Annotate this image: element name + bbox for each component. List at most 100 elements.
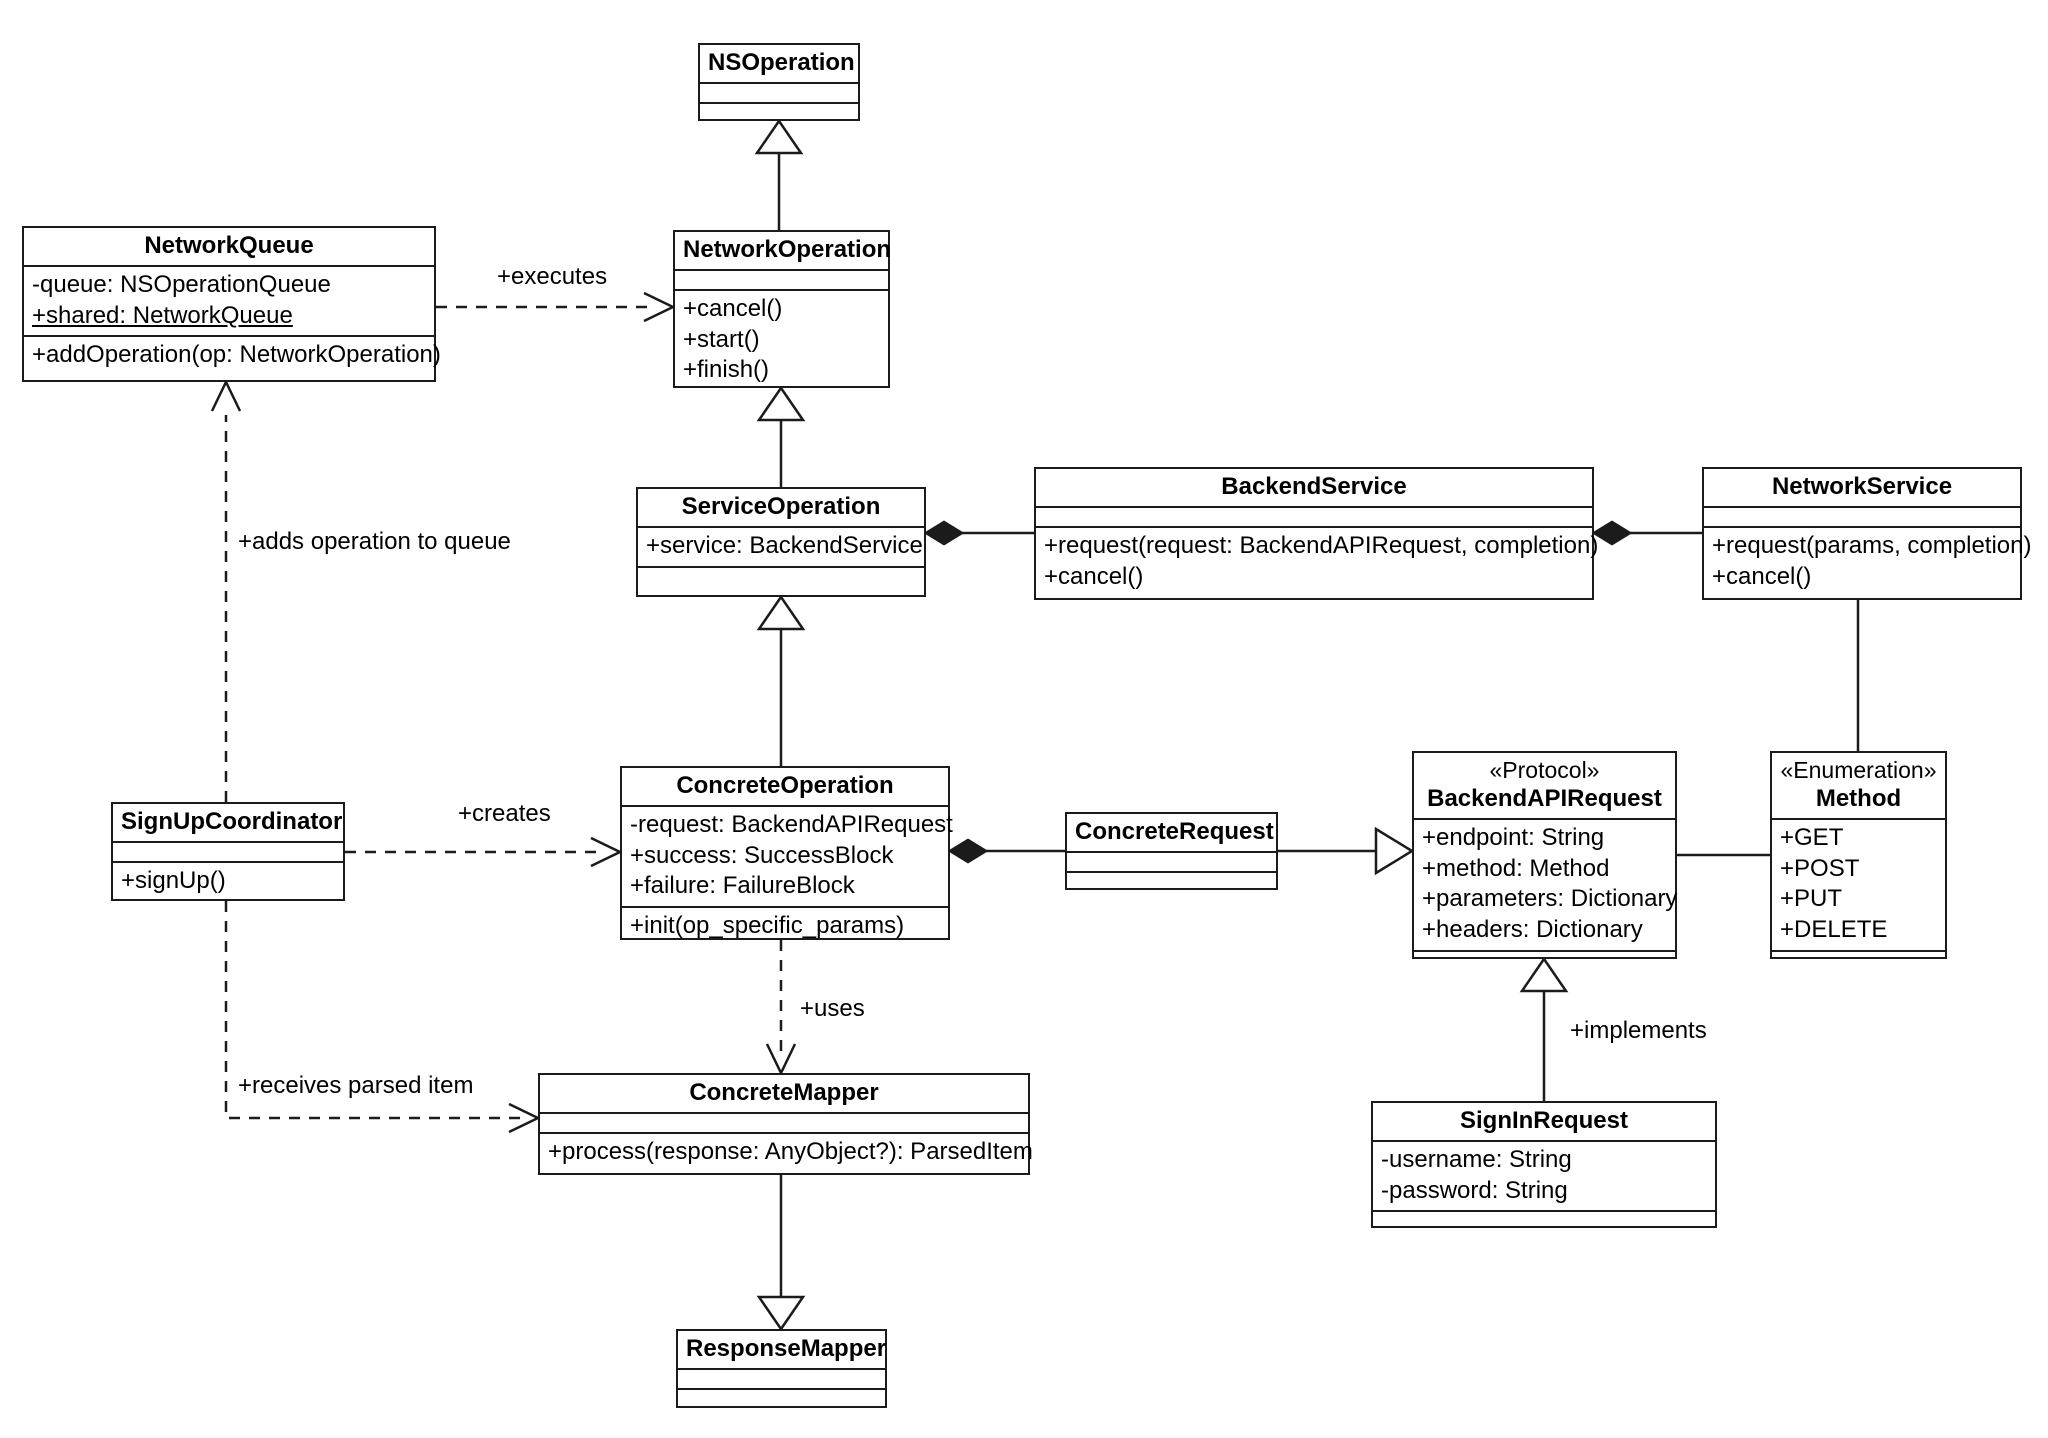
- class-header: ConcreteMapper: [540, 1075, 1028, 1114]
- class-networkservice[interactable]: NetworkService +request(params, completi…: [1702, 467, 2032, 600]
- attributes-compartment: -request: BackendAPIRequest +success: Su…: [622, 807, 953, 909]
- class-name: NetworkOperation: [683, 236, 892, 263]
- realization-concreterequest-backendapirequest: [1278, 826, 1415, 876]
- attribute: +headers: Dictionary: [1422, 916, 1643, 944]
- class-header: «Protocol» BackendAPIRequest: [1414, 753, 1675, 821]
- attribute: +parameters: Dictionary: [1422, 885, 1678, 913]
- class-nsoperation[interactable]: NSOperation: [698, 43, 860, 121]
- attributes-compartment: +endpoint: String +method: Method +param…: [1414, 820, 1678, 952]
- class-networkqueue[interactable]: NetworkQueue -queue: NSOperationQueue +s…: [22, 226, 441, 382]
- method: +finish(): [683, 356, 770, 384]
- method: +cancel(): [683, 295, 783, 322]
- attribute: +endpoint: String: [1422, 824, 1605, 852]
- dependency-networkqueue-networkoperation: [436, 291, 676, 323]
- attributes-compartment: [678, 1370, 885, 1390]
- attribute: +service: BackendService: [646, 532, 923, 559]
- method: +request(request: BackendAPIRequest, com…: [1044, 532, 1599, 559]
- attributes-compartment: [540, 1114, 1028, 1134]
- attributes-compartment: [675, 271, 888, 291]
- class-name: ConcreteMapper: [689, 1079, 879, 1106]
- class-backendapirequest[interactable]: «Protocol» BackendAPIRequest +endpoint: …: [1412, 751, 1677, 959]
- methods-compartment: +request(params, completion) +cancel(): [1704, 528, 2032, 598]
- attributes-compartment: [700, 84, 858, 104]
- edge-label-uses: +uses: [800, 995, 865, 1022]
- class-header: ConcreteOperation: [622, 768, 948, 807]
- attribute: -queue: NSOperationQueue: [32, 271, 331, 298]
- class-name: SignUpCoordinator: [121, 808, 343, 835]
- enum-literal: +PUT: [1780, 885, 1843, 913]
- attributes-compartment: [113, 843, 343, 863]
- class-name: NetworkQueue: [144, 232, 314, 259]
- attribute: -password: String: [1381, 1176, 1568, 1204]
- composition-backendservice-networkservice: [1591, 520, 1702, 546]
- class-header: BackendService: [1036, 469, 1592, 508]
- class-concretemapper[interactable]: ConcreteMapper +process(response: AnyObj…: [538, 1073, 1033, 1175]
- method: +cancel(): [1044, 562, 1144, 590]
- class-name: ConcreteRequest: [1075, 818, 1274, 845]
- class-concreterequest[interactable]: ConcreteRequest: [1065, 812, 1278, 890]
- class-backendservice[interactable]: BackendService +request(request: Backend…: [1034, 467, 1599, 600]
- class-responsemapper[interactable]: ResponseMapper: [676, 1329, 887, 1408]
- edge-label-implements: +implements: [1570, 1017, 1707, 1044]
- class-method-enumeration[interactable]: «Enumeration» Method +GET +POST +PUT +DE…: [1770, 751, 1947, 959]
- methods-compartment: [678, 1390, 885, 1410]
- class-name: ConcreteOperation: [676, 772, 894, 799]
- class-networkoperation[interactable]: NetworkOperation +cancel() +start() +fin…: [673, 230, 892, 390]
- class-name: ResponseMapper: [686, 1335, 887, 1362]
- attribute-static: +shared: NetworkQueue: [32, 301, 293, 329]
- method: +signUp(): [121, 867, 226, 894]
- methods-compartment: [1067, 873, 1276, 893]
- edge-label-adds-operation-to-queue: +adds operation to queue: [238, 528, 511, 555]
- method: +start(): [683, 325, 760, 353]
- attributes-compartment: -queue: NSOperationQueue +shared: Networ…: [24, 267, 434, 338]
- methods-compartment: [1772, 952, 1945, 972]
- class-signinrequest[interactable]: SignInRequest -username: String -passwor…: [1371, 1101, 1717, 1228]
- dependency-concreteoperation-concretemapper: [765, 940, 797, 1076]
- class-stereotype: «Protocol»: [1489, 757, 1600, 783]
- methods-compartment: +signUp(): [113, 863, 343, 901]
- method: +process(response: AnyObject?): ParsedIt…: [548, 1138, 1033, 1165]
- class-name: BackendAPIRequest: [1427, 785, 1662, 813]
- methods-compartment: [1414, 952, 1675, 972]
- composition-serviceoperation-backendservice: [923, 520, 1034, 546]
- edge-label-creates: +creates: [458, 800, 551, 827]
- dependency-signupcoordinator-networkqueue: [210, 379, 242, 802]
- class-header: NetworkQueue: [24, 228, 434, 267]
- class-name: ServiceOperation: [681, 493, 881, 520]
- class-header: NSOperation: [700, 45, 858, 84]
- enum-literal: +POST: [1780, 854, 1860, 882]
- methods-compartment: +process(response: AnyObject?): ParsedIt…: [540, 1134, 1033, 1173]
- methods-compartment: [638, 568, 924, 590]
- methods-compartment: +addOperation(op: NetworkOperation): [24, 337, 441, 375]
- attributes-compartment: +service: BackendService: [638, 528, 924, 568]
- generalization-networkoperation-nsoperation: [754, 118, 804, 230]
- class-header: NetworkService: [1704, 469, 2020, 508]
- methods-compartment: [1373, 1212, 1715, 1232]
- attribute: +success: SuccessBlock: [630, 841, 894, 869]
- attribute: +failure: FailureBlock: [630, 872, 855, 900]
- class-name: NetworkService: [1771, 473, 1953, 500]
- class-name: SignInRequest: [1459, 1107, 1628, 1134]
- method: +cancel(): [1712, 562, 1812, 590]
- edge-label-receives-parsed-item: +receives parsed item: [238, 1072, 474, 1099]
- class-header: «Enumeration» Method: [1772, 753, 1945, 821]
- class-concreteoperation[interactable]: ConcreteOperation -request: BackendAPIRe…: [620, 766, 953, 940]
- method: +request(params, completion): [1712, 532, 2032, 559]
- class-signupcoordinator[interactable]: SignUpCoordinator +signUp(): [111, 802, 345, 901]
- methods-compartment: +cancel() +start() +finish(): [675, 291, 888, 390]
- attribute: -username: String: [1381, 1146, 1572, 1173]
- class-name: Method: [1815, 785, 1902, 813]
- method: +addOperation(op: NetworkOperation): [32, 341, 441, 369]
- generalization-concretemapper-responsemapper: [756, 1175, 806, 1332]
- dependency-signupcoordinator-concreteoperation: [345, 836, 623, 868]
- realization-signinrequest-backendapirequest: [1519, 956, 1569, 1101]
- generalization-concreteoperation-serviceoperation: [756, 594, 806, 766]
- attributes-compartment: [1067, 853, 1276, 873]
- class-serviceoperation[interactable]: ServiceOperation +service: BackendServic…: [636, 487, 926, 597]
- class-header: ResponseMapper: [678, 1331, 887, 1370]
- composition-concreteoperation-concreterequest: [947, 838, 1065, 864]
- methods-compartment: +request(request: BackendAPIRequest, com…: [1036, 528, 1599, 598]
- attributes-compartment: [1704, 508, 2020, 528]
